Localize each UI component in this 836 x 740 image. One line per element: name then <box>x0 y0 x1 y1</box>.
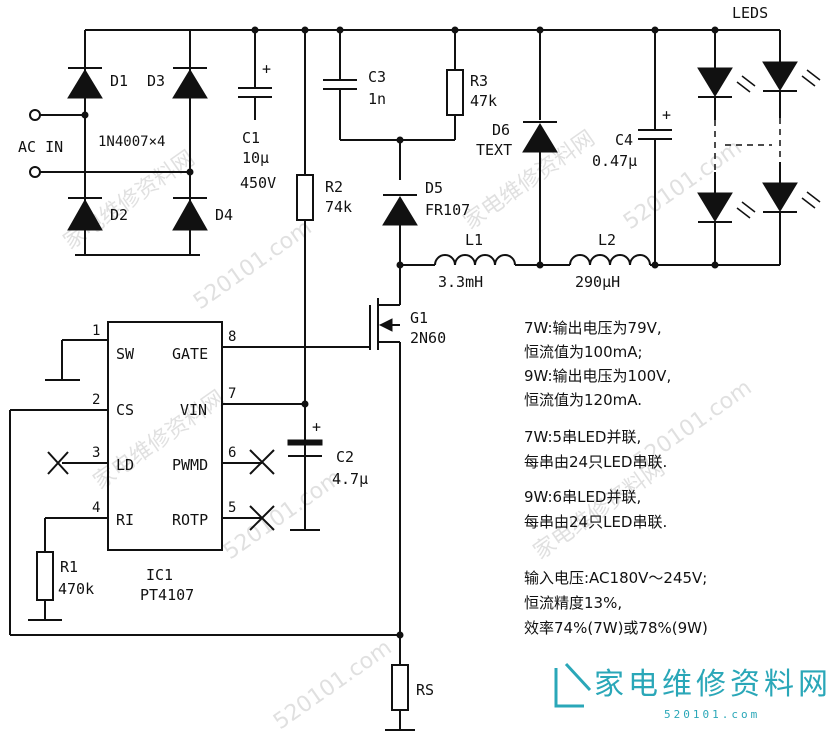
resistor-rs: RS <box>385 635 434 731</box>
watermark-url: 520101.com <box>219 465 346 565</box>
diode-d1 <box>67 69 103 99</box>
pin-name: SW <box>116 345 135 363</box>
c4-ref: C4 <box>615 131 633 149</box>
site-logo: 家电维修资料网 520101.com <box>554 662 832 721</box>
c3-value: 1n <box>368 90 386 108</box>
capacitor-c1: + C1 10μ 450V <box>238 26 276 192</box>
l1-ref: L1 <box>465 231 483 249</box>
c1-value: 10μ <box>242 149 269 167</box>
ic-ref: IC1 <box>146 566 173 584</box>
watermark-text: 家电维修资料网 <box>529 456 670 565</box>
d6-value: TEXT <box>476 141 512 159</box>
r1-ref: R1 <box>60 558 78 576</box>
r3-ref: R3 <box>470 72 488 90</box>
watermark-text: 家电维修资料网 <box>89 386 230 495</box>
d2-label: D2 <box>110 206 128 224</box>
pin-name: PWMD <box>172 456 208 474</box>
c4-value: 0.47μ <box>592 152 637 170</box>
c3-ref: C3 <box>368 68 386 86</box>
svg-text:+: + <box>262 60 271 78</box>
leds-label: LEDS <box>732 4 768 22</box>
d3-label: D3 <box>147 72 165 90</box>
r3-value: 47k <box>470 92 497 110</box>
svg-text:+: + <box>312 418 321 436</box>
d4-label: D4 <box>215 206 233 224</box>
d1-label: D1 <box>110 72 128 90</box>
r1-value: 470k <box>58 580 94 598</box>
note-line: 9W:输出电压为100V, <box>524 367 671 385</box>
g1-ref: G1 <box>410 309 428 327</box>
pin-name: RI <box>116 511 134 529</box>
pin-name: ROTP <box>172 511 208 529</box>
pin-name: VIN <box>180 401 207 419</box>
pin-number: 4 <box>92 500 100 516</box>
watermark-url: 520101.com <box>269 635 396 735</box>
inductor-l2 <box>569 254 651 266</box>
note-line: 每串由24只LED串联. <box>524 513 667 531</box>
pin-name: GATE <box>172 345 208 363</box>
pin-number: 7 <box>228 386 236 402</box>
pin-name: LD <box>116 456 134 474</box>
c1-voltage: 450V <box>240 174 276 192</box>
d5-ref: D5 <box>425 179 443 197</box>
capacitor-c3: C3 1n <box>323 30 455 141</box>
ic-pt4107: 1 2 3 4 8 7 6 5 SW CS LD RI GATE VIN PWM… <box>9 321 404 639</box>
watermark-url: 520101.com <box>619 135 746 235</box>
watermark-url: 520101.com <box>189 215 316 315</box>
bridge-part: 1N4007×4 <box>98 134 165 150</box>
l2-value: 290μH <box>575 273 620 291</box>
ic-body <box>107 321 223 551</box>
ac-in-label: AC IN <box>18 138 63 156</box>
led-array: LEDS <box>697 4 821 265</box>
l1-value: 3.3mH <box>438 273 483 291</box>
c1-ref: C1 <box>242 129 260 147</box>
note-line: 7W:5串LED并联, <box>524 428 641 446</box>
c2-ref: C2 <box>336 448 354 466</box>
diode-d5: D5 FR107 <box>382 179 470 265</box>
note-line: 每串由24只LED串联. <box>524 453 667 471</box>
note-line: 恒流值为120mA. <box>524 391 642 409</box>
resistor-r1: R1 470k <box>28 551 94 621</box>
note-line: 恒流精度13%, <box>524 594 622 612</box>
pin-number: 3 <box>92 445 100 461</box>
r2-value: 74k <box>325 198 352 216</box>
note-line: 输入电压:AC180V～245V; <box>524 569 707 587</box>
logo-text: 家电维修资料网 <box>594 667 832 702</box>
pin-number: 5 <box>228 500 236 516</box>
pin-number: 2 <box>92 392 100 408</box>
note-line: 恒流值为100mA; <box>524 343 643 361</box>
note-line: 效率74%(7W)或78%(9W) <box>524 619 708 637</box>
pin-number: 8 <box>228 329 236 345</box>
logo-url: 520101.com <box>664 708 760 721</box>
inductors: L1 3.3mH L2 290μH <box>396 231 780 291</box>
mosfet-g1: G1 2N60 <box>222 265 446 635</box>
capacitor-c4: + C4 0.47μ <box>592 30 672 265</box>
watermark-text: 家电维修资料网 <box>59 146 200 255</box>
logo-bracket-icon <box>554 668 584 708</box>
note-line: 7W:输出电压为79V, <box>524 319 662 337</box>
d5-value: FR107 <box>425 201 470 219</box>
note-line: 9W:6串LED并联, <box>524 488 641 506</box>
inductor-l1 <box>434 254 516 266</box>
pin-number: 1 <box>92 323 100 339</box>
ac-terminal-1 <box>29 109 41 121</box>
rs-ref: RS <box>416 681 434 699</box>
ac-terminal-2 <box>29 166 41 178</box>
diode-d6: D6 TEXT <box>476 30 558 265</box>
g1-value: 2N60 <box>410 329 446 347</box>
resistor-r3: R3 47k <box>446 30 497 140</box>
l2-ref: L2 <box>598 231 616 249</box>
d6-ref: D6 <box>492 121 510 139</box>
svg-text:+: + <box>662 106 671 124</box>
capacitor-c2: + C2 4.7μ <box>287 400 368 531</box>
spec-notes: 7W:输出电压为79V, 恒流值为100mA; 9W:输出电压为100V, 恒流… <box>524 319 708 637</box>
r2-ref: R2 <box>325 178 343 196</box>
c2-value: 4.7μ <box>332 470 368 488</box>
bridge-rectifier: AC IN D1 D2 D3 D4 1N4007×4 <box>18 29 400 256</box>
ic-part: PT4107 <box>140 586 194 604</box>
pin-name: CS <box>116 401 134 419</box>
pin-number: 6 <box>228 445 236 461</box>
